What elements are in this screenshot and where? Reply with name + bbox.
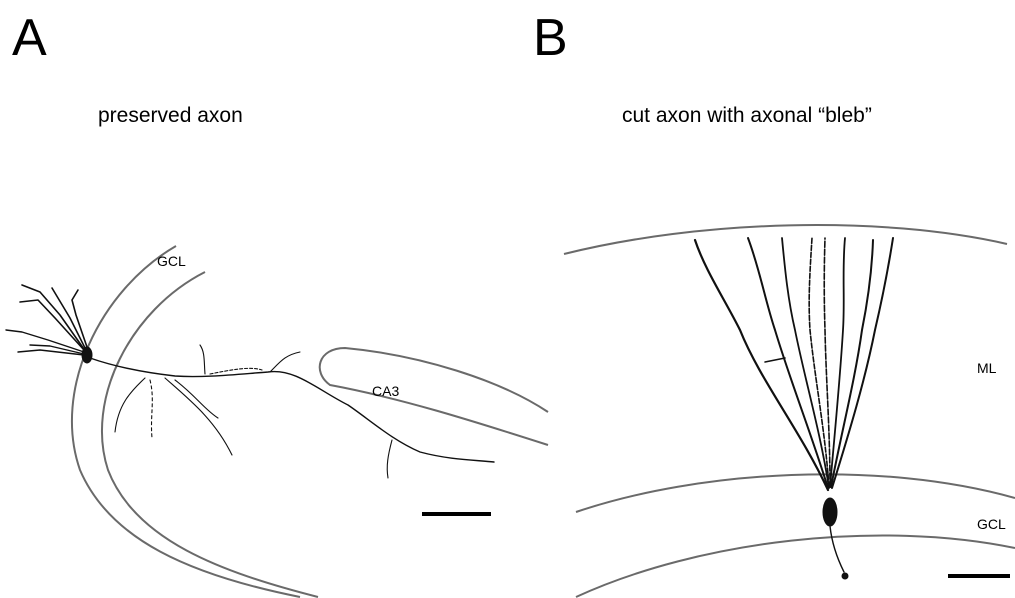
panel-a-axon-collateral (270, 352, 300, 372)
panel-a-axon-collateral (387, 440, 392, 478)
panel-a-axon-collateral (200, 345, 205, 374)
panel-b-ml-label: ML (977, 360, 996, 376)
panel-a-ca3-label: CA3 (372, 383, 399, 399)
panel-a-dendrite (18, 350, 84, 355)
panel-a-diagram (72, 246, 548, 597)
panel-b-axonal-bleb (842, 573, 848, 579)
panel-a-gcl-label: GCL (157, 253, 186, 269)
panel-a-dendrite (52, 288, 86, 350)
panel-a-ca3-outline (320, 348, 548, 445)
panel-b-ml-top-boundary (564, 225, 1007, 254)
panel-a-gcl-inner-boundary (102, 272, 318, 597)
panel-b-soma (823, 498, 837, 526)
panel-a-soma (82, 347, 92, 363)
panel-b-gcl-bottom-boundary (576, 535, 1015, 597)
panel-b-dendrite (782, 238, 829, 488)
panel-a-axon-collateral (115, 378, 145, 432)
panel-b-diagram (564, 225, 1015, 597)
panel-b-gcl-top-boundary (576, 474, 1015, 512)
panel-b-dendrite-spur (765, 358, 785, 362)
panel-a-axon-collateral (150, 380, 152, 438)
panel-a-axon-collateral (175, 380, 218, 418)
panel-b-cut-axon (830, 526, 844, 572)
panel-a-axon-collateral (165, 378, 232, 455)
panel-b-dendrite (748, 238, 828, 488)
panel-b-dendrite (695, 240, 828, 490)
panel-a-neuron (6, 285, 494, 478)
panel-a-dendrite (72, 290, 88, 350)
panel-b-gcl-label: GCL (977, 516, 1006, 532)
panel-b-neuron (695, 238, 893, 579)
panel-a-gcl-outer-boundary (72, 246, 300, 597)
